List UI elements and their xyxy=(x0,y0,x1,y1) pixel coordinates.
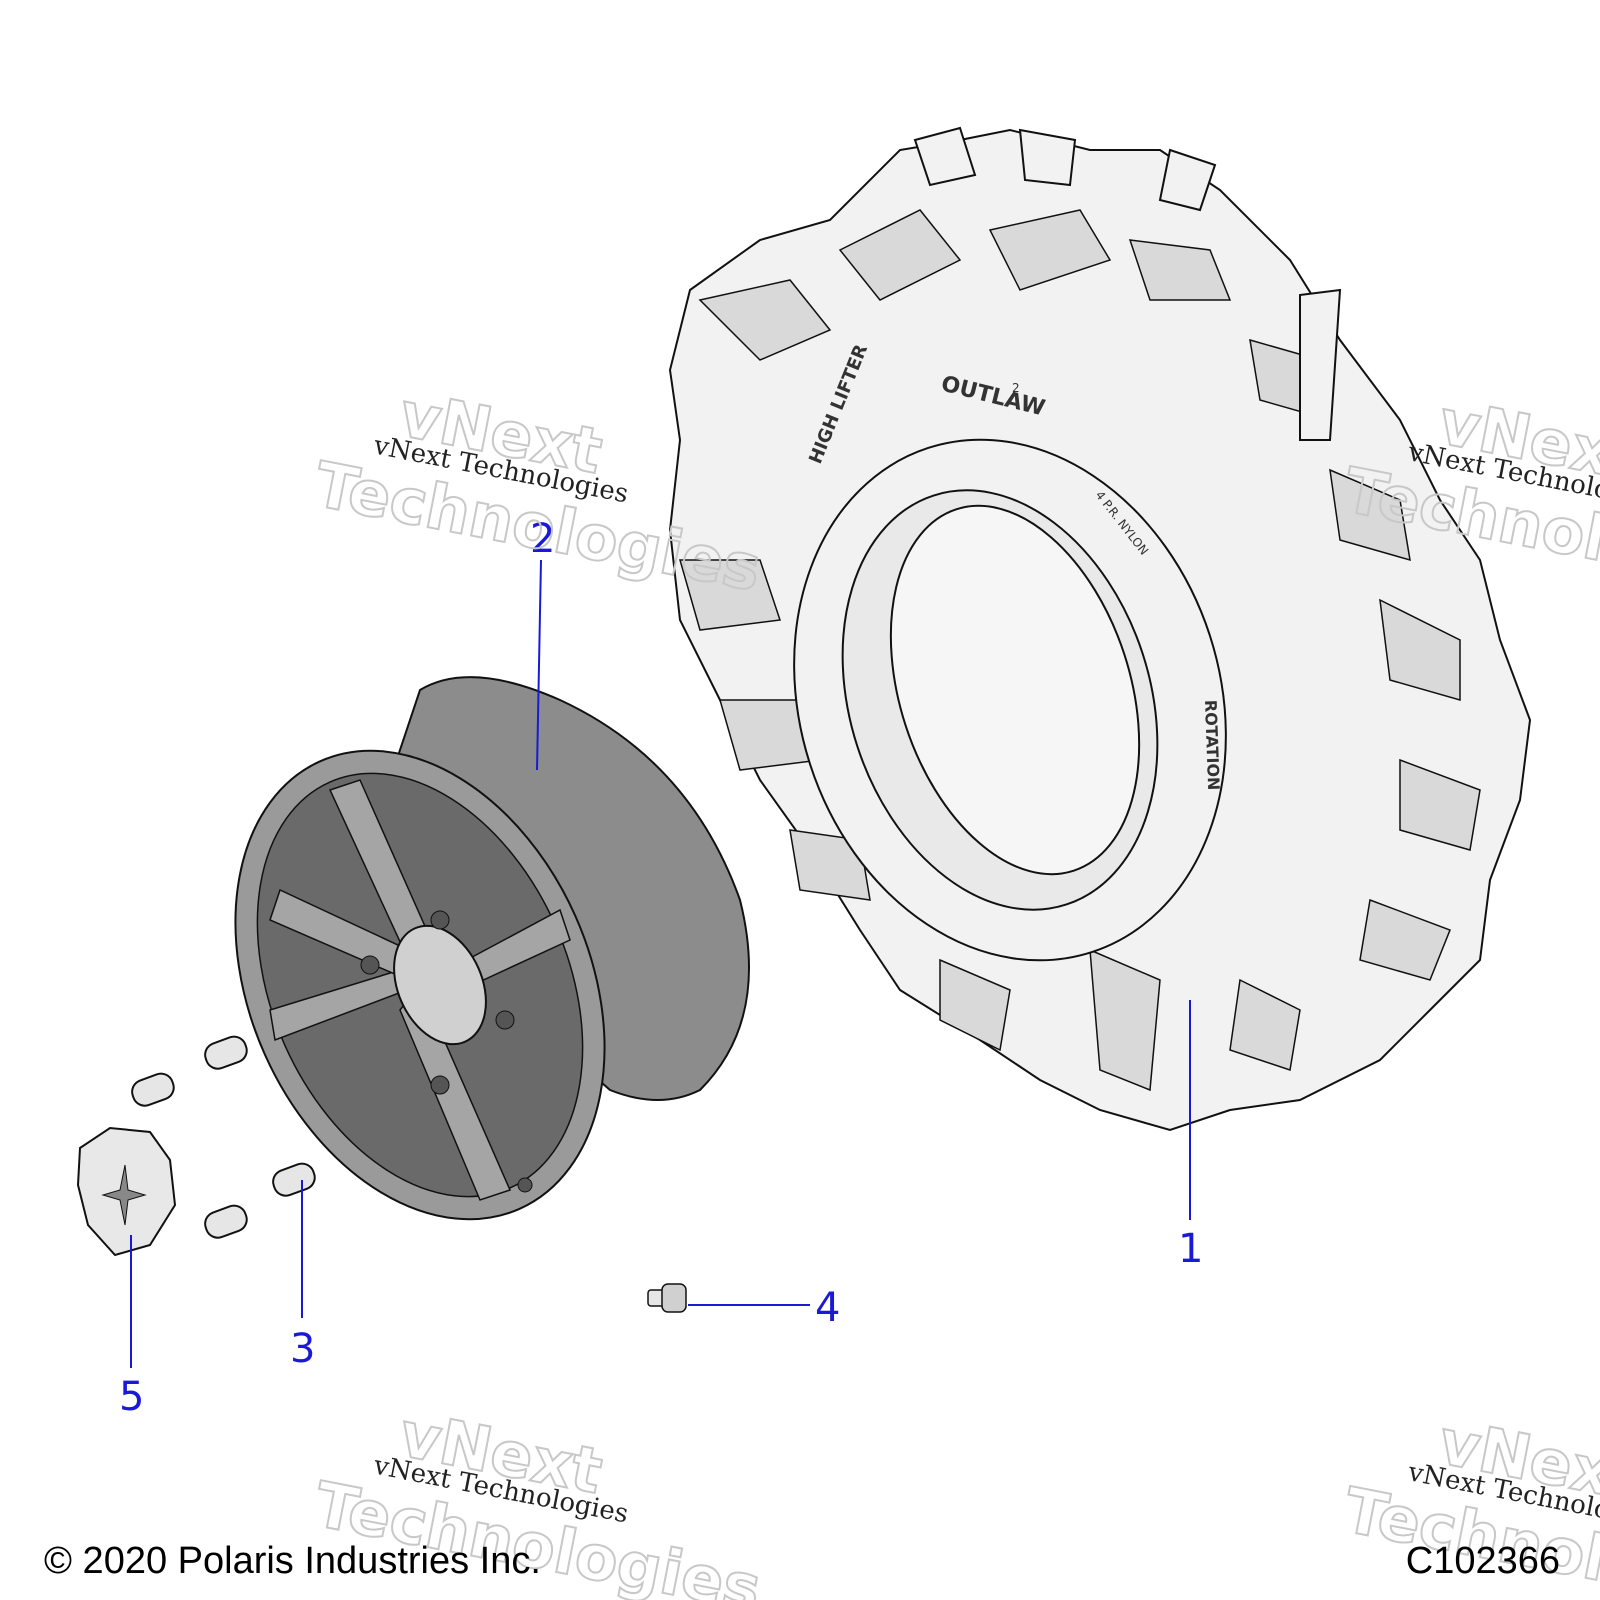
tire: HIGH LIFTER OUTLAW 2 4 P.R. NYLON ROTATI… xyxy=(668,126,1532,1132)
tire-rotation-text: ROTATION xyxy=(1201,699,1223,790)
wheel xyxy=(234,676,750,1221)
callout-1: 1 xyxy=(1178,1000,1203,1272)
callout-label-2: 2 xyxy=(530,516,555,562)
callout-4: 4 xyxy=(688,1285,840,1331)
callout-label-5: 5 xyxy=(119,1374,144,1420)
callout-label-1: 1 xyxy=(1178,1226,1203,1272)
callout-2: 2 xyxy=(530,516,555,771)
callout-3: 3 xyxy=(290,1180,315,1372)
callout-label-3: 3 xyxy=(290,1326,315,1372)
figure-code: C102366 xyxy=(1405,1540,1560,1582)
tire-model-superscript: 2 xyxy=(1012,381,1020,395)
valve-stem xyxy=(647,1283,687,1313)
callout-5: 5 xyxy=(119,1235,144,1420)
lug-nuts xyxy=(131,1035,316,1239)
copyright-text: © 2020 Polaris Industries Inc. xyxy=(44,1540,541,1582)
callout-label-4: 4 xyxy=(815,1285,840,1331)
center-cap xyxy=(76,1126,177,1257)
